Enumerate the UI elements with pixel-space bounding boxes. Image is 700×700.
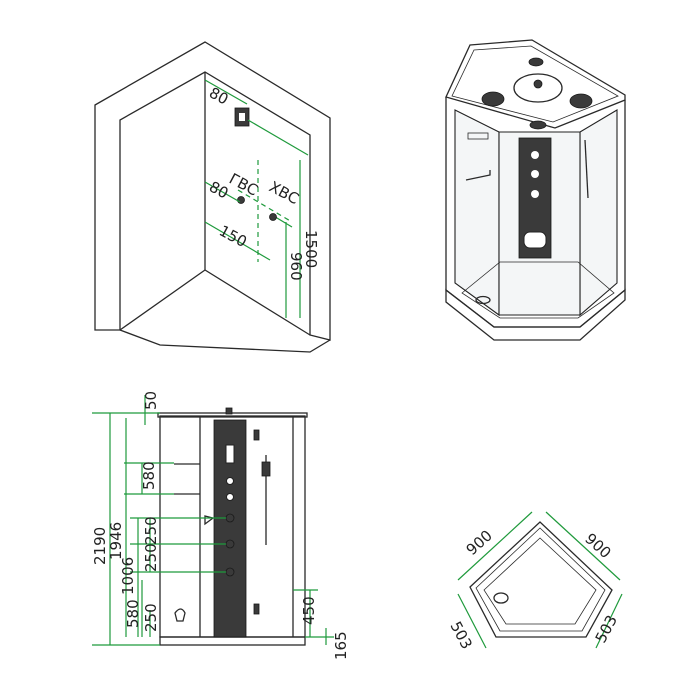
front-jet-3 bbox=[225, 513, 235, 523]
cabin-tray bbox=[159, 636, 306, 646]
front-handshower-icon bbox=[261, 461, 271, 477]
handshower-rail bbox=[584, 139, 589, 199]
front-jet-4 bbox=[225, 539, 235, 549]
label-hot: ГВС bbox=[226, 170, 261, 200]
dim-front-left-line bbox=[457, 593, 487, 649]
label-cold: ХВС bbox=[266, 178, 302, 208]
dim-spacing-label: 150 bbox=[216, 222, 250, 251]
tray-base bbox=[445, 288, 626, 341]
roof-inner bbox=[451, 45, 619, 123]
jet-1-icon bbox=[531, 151, 539, 159]
plan-inner bbox=[475, 527, 606, 632]
dim-inlet-height-label: 960 bbox=[287, 252, 305, 281]
dim-front-right-line bbox=[595, 593, 623, 649]
dim-shelf-label: 580 bbox=[140, 461, 158, 490]
dim-tray-label: 165 bbox=[332, 631, 350, 660]
front-jet-1 bbox=[226, 477, 234, 485]
dim-jet-1-label: 250 bbox=[142, 516, 160, 545]
cabin-roof bbox=[157, 412, 308, 418]
dim-top-label: 80 bbox=[206, 84, 231, 109]
inlet-axis-horizontal bbox=[237, 189, 293, 223]
towel-rail-icon bbox=[465, 170, 491, 181]
dim-side-right-line bbox=[545, 511, 621, 581]
dim-upper-label: 1006 bbox=[119, 557, 137, 595]
plan-drain-icon bbox=[493, 592, 509, 604]
wall-corner-view: 80 1500 960 ГВС ХВС 80 150 bbox=[94, 41, 331, 353]
front-hinge-bottom bbox=[253, 603, 260, 615]
plan-outline bbox=[469, 521, 613, 638]
shelf-icon bbox=[467, 132, 489, 140]
roof-connector-icon bbox=[225, 407, 233, 415]
dim-door-label: 450 bbox=[300, 596, 318, 625]
dim-side-right-label: 900 bbox=[581, 530, 614, 563]
fan-icon bbox=[529, 120, 547, 130]
front-elevation-view: 2190 1946 50 580 1006 250 250 580 250 45… bbox=[91, 391, 350, 660]
dim-side-left-line bbox=[457, 511, 533, 581]
jet-3-icon bbox=[531, 190, 539, 198]
dim-bottom-jet-label: 250 bbox=[142, 603, 160, 632]
dim-top-line bbox=[204, 79, 248, 105]
front-seat-icon bbox=[174, 608, 186, 622]
speaker-right-icon bbox=[569, 93, 593, 109]
dim-side-left-label: 900 bbox=[463, 526, 496, 559]
seat-icon bbox=[523, 231, 547, 249]
dim-top-gap-label: 50 bbox=[142, 391, 160, 410]
dim-control-ext bbox=[247, 119, 309, 156]
plan-floor bbox=[483, 537, 597, 625]
jet-2-icon bbox=[531, 170, 539, 178]
control-display-icon bbox=[225, 444, 235, 464]
tray-floor bbox=[461, 261, 615, 319]
dim-jet-2-label: 250 bbox=[142, 543, 160, 572]
plan-view: 900 900 503 503 bbox=[446, 511, 623, 652]
drain-icon bbox=[475, 295, 491, 305]
glass-left-panel bbox=[454, 109, 500, 317]
front-towel-icon bbox=[204, 515, 215, 526]
floor-edge bbox=[119, 269, 311, 336]
dim-spacing-line bbox=[204, 221, 271, 261]
dim-front-left-label: 503 bbox=[446, 618, 475, 652]
front-jet-5 bbox=[225, 567, 235, 577]
hot-inlet-icon bbox=[237, 196, 245, 204]
dim-front-right-label: 503 bbox=[592, 612, 621, 646]
front-jet-2 bbox=[226, 493, 234, 501]
cold-inlet-icon bbox=[269, 213, 277, 221]
speaker-left-icon bbox=[481, 91, 505, 107]
front-hinge-top bbox=[253, 429, 260, 441]
wall-outline bbox=[94, 41, 331, 341]
dim-cabin-height-label: 1946 bbox=[107, 522, 125, 560]
rain-shower-center bbox=[533, 79, 543, 89]
roof-light-icon bbox=[528, 57, 544, 67]
dim-lower-label: 580 bbox=[124, 599, 142, 628]
dim-control-height-label: 1500 bbox=[302, 230, 320, 268]
rain-shower-icon bbox=[513, 73, 563, 103]
cabin-isometric-view bbox=[445, 39, 626, 341]
dim-total-height-label: 2190 bbox=[91, 527, 109, 565]
floor-outer-edge bbox=[119, 329, 331, 353]
control-box-window bbox=[239, 113, 245, 121]
dim-between-line bbox=[204, 181, 241, 203]
